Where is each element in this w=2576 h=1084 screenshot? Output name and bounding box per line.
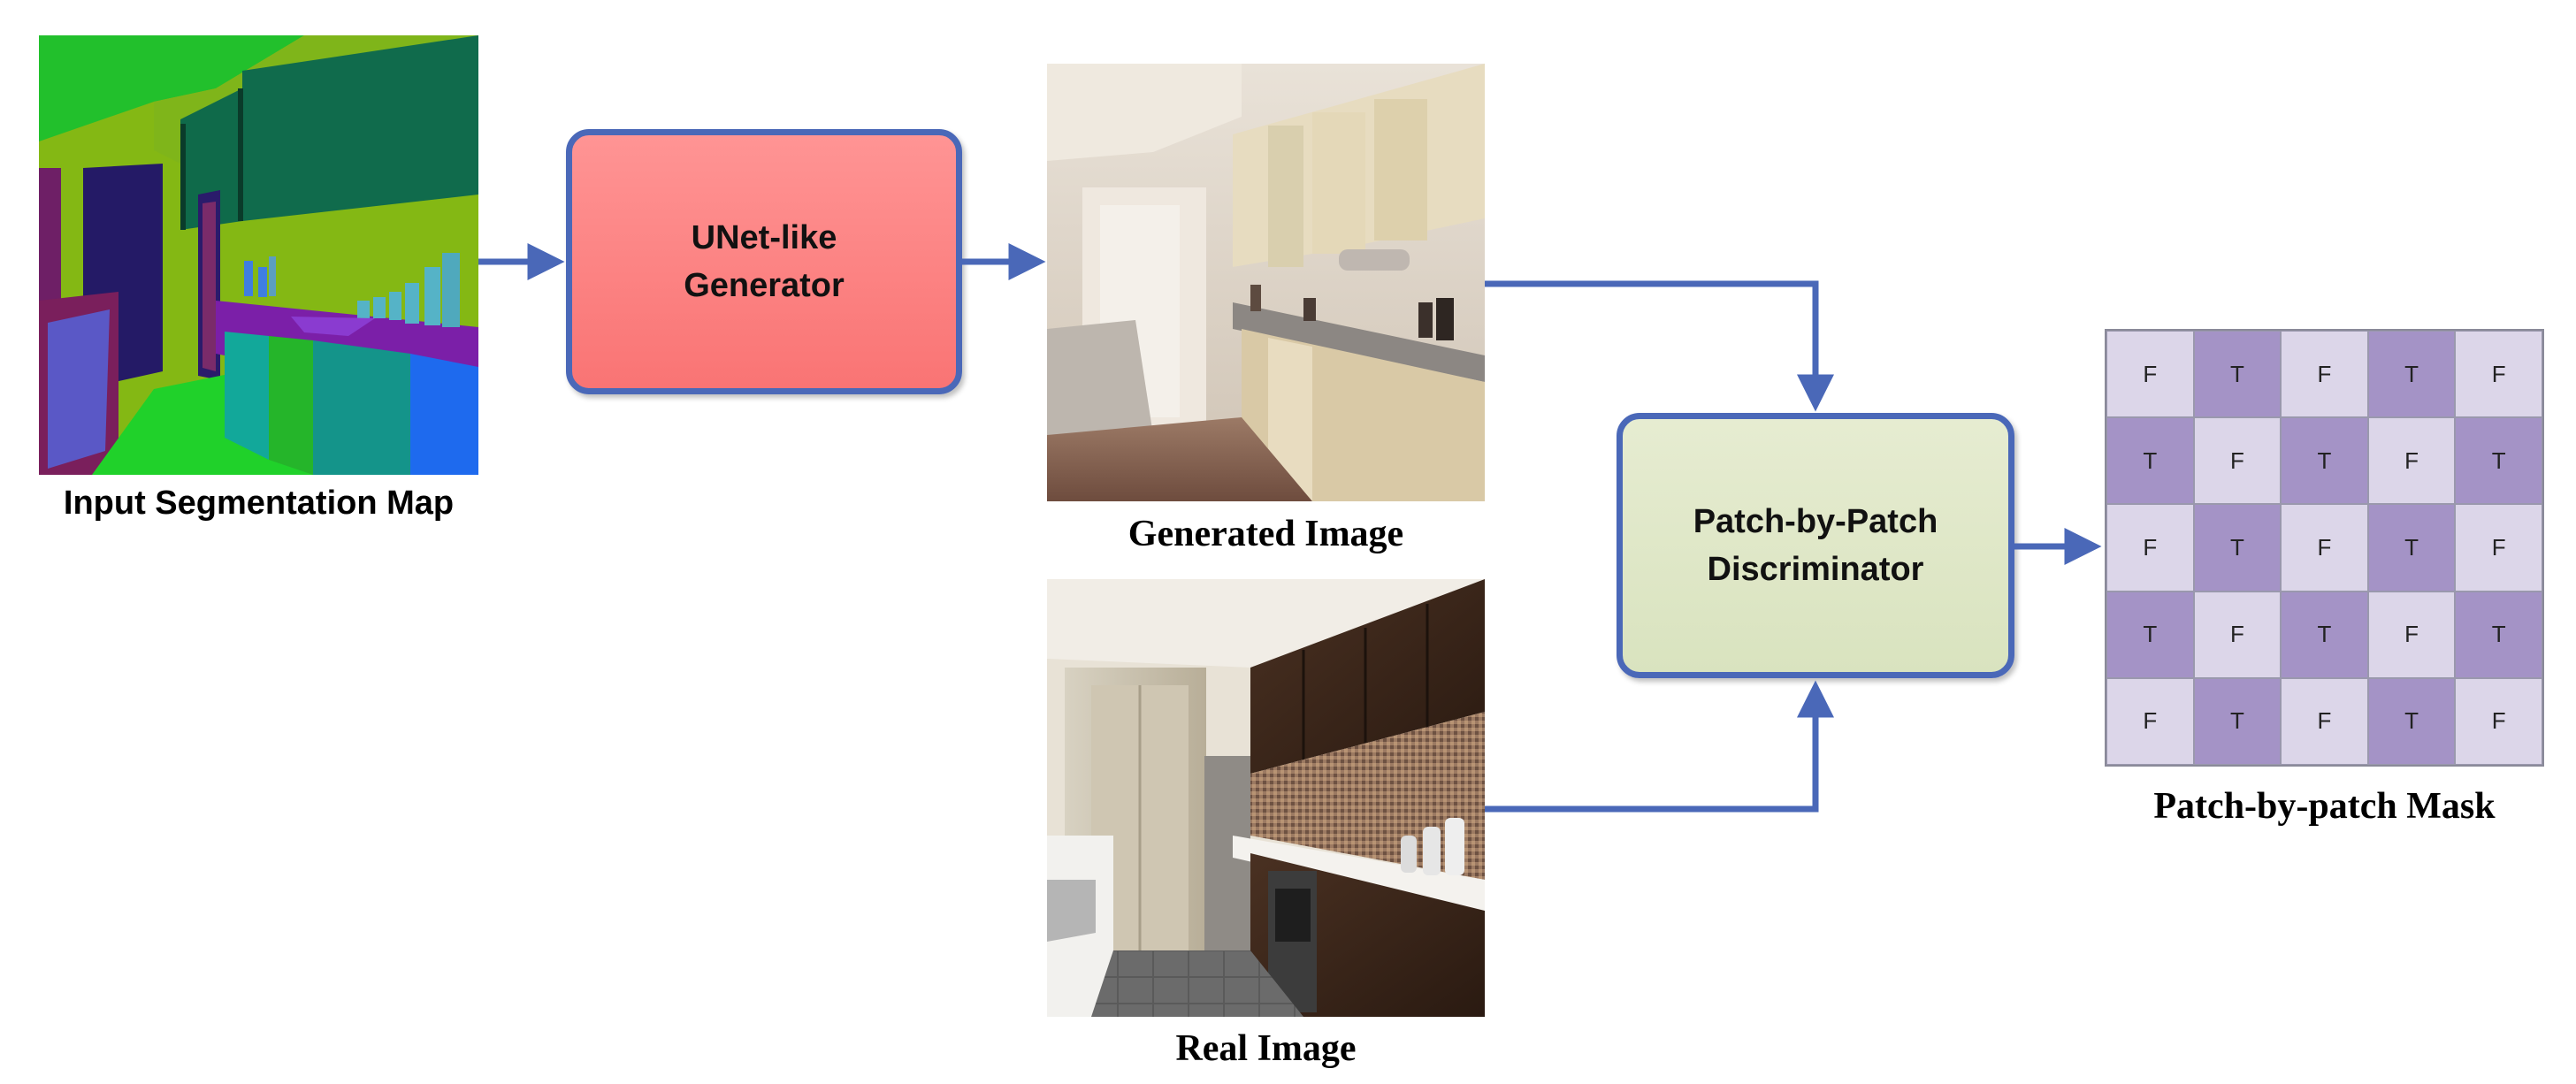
discriminator-label-line2: Discriminator xyxy=(1707,551,1924,588)
mask-cell: T xyxy=(2106,417,2194,505)
generator-label-line1: UNet-like xyxy=(691,219,837,256)
mask-cell: F xyxy=(2193,591,2282,678)
input-segmentation-map xyxy=(39,35,478,475)
mask-cell: T xyxy=(2455,417,2542,505)
mask-cell: T xyxy=(2106,591,2194,678)
mask-cell: F xyxy=(2455,331,2542,418)
mask-cell: F xyxy=(2367,591,2456,678)
generated-image xyxy=(1047,64,1485,501)
real-caption: Real Image xyxy=(1175,1028,1357,1069)
mask-cell: F xyxy=(2106,331,2194,418)
mask-cell: F xyxy=(2455,677,2542,765)
mask-cell: T xyxy=(2367,331,2456,418)
discriminator-box: Patch-by-Patch Discriminator xyxy=(1617,413,2014,678)
mask-cell: F xyxy=(2193,417,2282,505)
arrow-generated-to-discriminator xyxy=(1485,280,1834,412)
generated-caption: Generated Image xyxy=(1127,514,1404,554)
mask-cell: T xyxy=(2193,331,2282,418)
arrow-real-to-discriminator xyxy=(1485,680,1834,813)
mask-cell: T xyxy=(2193,504,2282,592)
mask-cell: F xyxy=(2367,417,2456,505)
mask-cell: F xyxy=(2106,677,2194,765)
discriminator-label-line1: Patch-by-Patch xyxy=(1693,503,1938,540)
mask-cell: T xyxy=(2193,677,2282,765)
mask-caption: Patch-by-patch Mask xyxy=(2153,786,2496,827)
mask-cell: T xyxy=(2367,504,2456,592)
segmentation-map-image xyxy=(39,35,478,475)
input-caption: Input Segmentation Map xyxy=(63,485,455,522)
mask-cell: F xyxy=(2281,677,2368,765)
mask-cell: F xyxy=(2281,331,2368,418)
mask-cell: F xyxy=(2455,504,2542,592)
real-image xyxy=(1047,579,1485,1017)
generated-kitchen-image xyxy=(1047,64,1485,501)
mask-cell: T xyxy=(2281,591,2368,678)
generator-box: UNet-like Generator xyxy=(566,129,962,394)
generator-label-line2: Generator xyxy=(684,267,845,304)
mask-cell: T xyxy=(2281,417,2368,505)
mask-cell: T xyxy=(2367,677,2456,765)
mask-cell: F xyxy=(2106,504,2194,592)
mask-cell: T xyxy=(2455,591,2542,678)
mask-cell: F xyxy=(2281,504,2368,592)
real-kitchen-image xyxy=(1047,579,1485,1017)
